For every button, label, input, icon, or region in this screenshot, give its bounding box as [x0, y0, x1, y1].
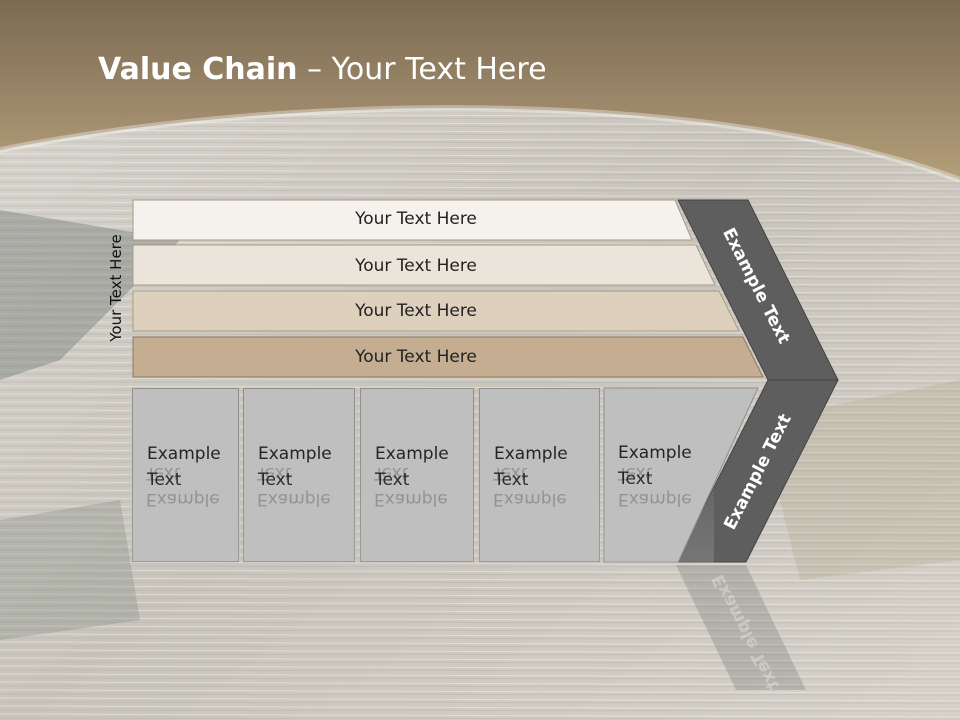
activity-box-1: Example Text — [132, 388, 239, 562]
box-1-reflection: Example Text — [132, 444, 239, 564]
bar-3 — [132, 290, 740, 332]
bar-label-3: Your Text Here — [355, 301, 477, 321]
box-4-reflection: Example Text — [479, 444, 600, 564]
box-2-reflection: Example Text — [243, 444, 355, 564]
box-3-reflection-line-1: Example — [374, 489, 448, 509]
box-1-line-2: Text — [147, 470, 182, 490]
bar-4 — [132, 336, 764, 378]
box-4-reflection-line-1: Example — [493, 489, 567, 509]
bar-label-1: Your Text Here — [355, 209, 477, 229]
box-1-reflection-line-2: Text — [146, 463, 181, 483]
page-title: Value Chain – Your Text Here — [98, 52, 547, 87]
box-5-reflection: Example Text — [604, 444, 714, 564]
bar-1 — [132, 199, 693, 241]
box-1-line-1: Example — [147, 444, 221, 464]
box-1-reflection-line-1: Example — [146, 489, 220, 509]
box-3-line-2: Text — [375, 470, 410, 490]
box-2-line-1: Example — [258, 444, 332, 464]
chevron-lower — [675, 379, 839, 563]
title-rest: – Your Text Here — [297, 52, 547, 87]
box-5-line-1: Example — [618, 443, 692, 463]
activity-box-2: Example Text — [243, 388, 355, 562]
bar-label-4: Your Text Here — [355, 347, 477, 367]
box-4-line-2: Text — [494, 470, 529, 490]
bar-label-2: Your Text Here — [355, 256, 477, 276]
title-bold: Value Chain — [98, 52, 298, 87]
box-3-reflection: Example Text — [360, 444, 474, 564]
box-5-line-2: Text — [618, 469, 653, 489]
activity-box-5: Example Text — [604, 388, 714, 562]
box-2-line-2: Text — [258, 470, 293, 490]
activity-box-3: Example Text — [360, 388, 474, 562]
box-4-line-1: Example — [494, 444, 568, 464]
chevron-reflection — [676, 565, 806, 690]
box-2-reflection-line-2: Text — [257, 463, 292, 483]
box-3-line-1: Example — [375, 444, 449, 464]
box-4-reflection-line-2: Text — [493, 463, 528, 483]
box-2-reflection-line-1: Example — [257, 489, 331, 509]
box-3-reflection-line-2: Text — [374, 463, 409, 483]
bar-2 — [132, 244, 716, 286]
box-5-reflection-line-2: Text — [618, 463, 653, 483]
box-5-reflection-line-1: Example — [618, 489, 692, 509]
last-box-arrow — [603, 387, 759, 563]
activity-box-4: Example Text — [479, 388, 600, 562]
